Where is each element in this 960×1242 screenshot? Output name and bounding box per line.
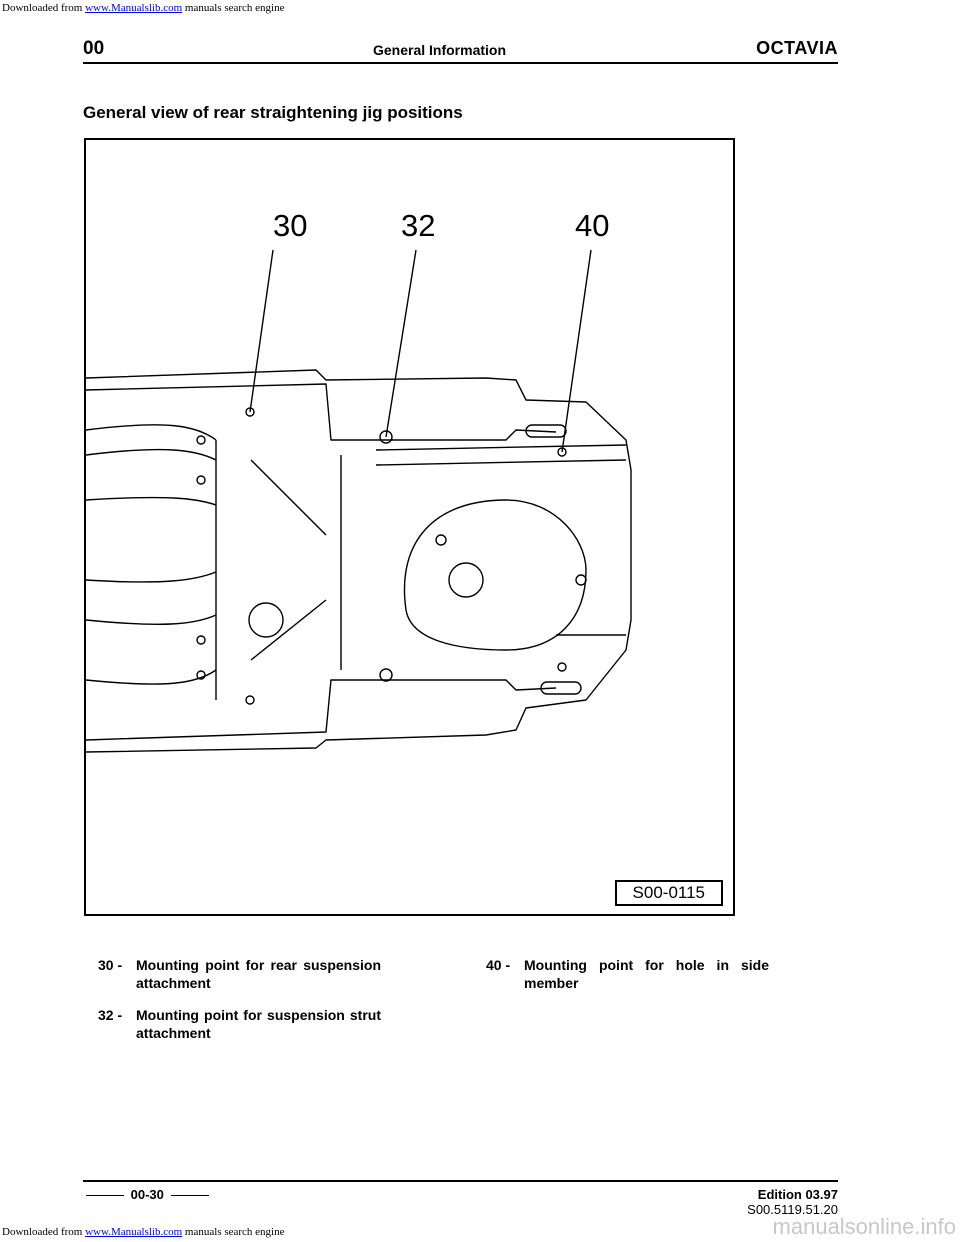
slot	[540, 681, 582, 695]
legend-text: Mounting point for rear suspension attac…	[136, 957, 381, 991]
underbody-figure: 30 32 40	[84, 138, 735, 916]
rib-6	[86, 669, 217, 685]
wheel-well-center-hole	[448, 562, 484, 598]
rib-1	[86, 424, 217, 441]
watermark-suffix: manuals search engine	[184, 2, 285, 14]
manualsonline-watermark: manualsonline.info	[772, 1214, 956, 1239]
leader-line-30	[249, 249, 274, 413]
legend-number: 40 -	[486, 957, 511, 973]
small-hole	[575, 574, 587, 586]
legend-number: 32 -	[98, 1007, 123, 1023]
legend-text: Mounting point for hole in side member	[524, 957, 769, 991]
side-member-top	[86, 383, 557, 441]
watermark-prefix: Downloaded from	[2, 1226, 83, 1238]
small-hole	[196, 670, 206, 680]
spare-wheel-well	[403, 499, 587, 651]
dash-left	[86, 1195, 124, 1197]
small-hole	[435, 534, 447, 546]
manualslib-link-bottom[interactable]: www.Manualslib.com	[85, 1226, 183, 1238]
legend-column-2: 40 - Mounting point for hole in side mem…	[486, 956, 769, 1006]
leader-line-32	[385, 249, 417, 438]
side-member-bottom	[86, 679, 557, 741]
watermark-bottom: Downloaded from www.Manualslib.com manua…	[2, 1226, 284, 1238]
document-code: S00.5119.51.20	[747, 1202, 838, 1217]
brace-1	[250, 459, 327, 536]
footer-divider	[83, 1180, 838, 1182]
legend-item-32: 32 - Mounting point for suspension strut…	[98, 1006, 381, 1042]
crossbar-top	[375, 444, 627, 451]
watermark-prefix: Downloaded from	[2, 2, 83, 14]
mounting-point-32-bottom	[379, 668, 393, 682]
rib-4	[86, 571, 217, 583]
leader-line-40	[561, 249, 592, 453]
rib-3	[86, 496, 217, 506]
watermark-top: Downloaded from www.Manualslib.com manua…	[2, 2, 284, 14]
figure-id: S00-0115	[614, 880, 723, 906]
section-number: 00	[83, 38, 105, 59]
legend-item-30: 30 - Mounting point for rear suspension …	[98, 956, 381, 992]
legend-number: 30 -	[98, 957, 123, 973]
legend-item-40: 40 - Mounting point for hole in side mem…	[486, 956, 769, 992]
manualslib-link[interactable]: www.Manualslib.com	[85, 2, 183, 14]
mounting-point-40-top	[557, 447, 567, 457]
body-outline	[86, 369, 632, 753]
legend-column-1: 30 - Mounting point for rear suspension …	[98, 956, 381, 1056]
callout-40: 40	[575, 208, 609, 243]
header-title: General Information	[373, 42, 507, 58]
rib-5	[86, 614, 217, 625]
watermark-suffix: manuals search engine	[184, 1226, 285, 1238]
legend-text: Mounting point for suspension strut atta…	[136, 1007, 381, 1041]
mounting-point-30-bottom	[245, 695, 255, 705]
dash-right	[170, 1195, 209, 1197]
callout-30: 30	[273, 208, 307, 243]
tunnel-hole	[248, 602, 284, 638]
mounting-point-30-top	[245, 407, 255, 417]
mounting-point-32-top	[379, 430, 393, 444]
small-hole	[196, 635, 206, 645]
callout-32: 32	[401, 208, 435, 243]
brand-name: OCTAVIA	[756, 38, 838, 58]
mounting-point-40-bottom	[557, 662, 567, 672]
page-header: 00 General Information OCTAVIA	[83, 38, 838, 64]
small-hole	[196, 435, 206, 445]
rib-2	[86, 448, 217, 461]
underbody-drawing: 30 32 40	[86, 208, 632, 753]
crossbar-top-lower	[375, 459, 627, 466]
slot	[525, 424, 567, 438]
page-number-text: 00-30	[130, 1187, 164, 1202]
page-title: General view of rear straightening jig p…	[83, 103, 463, 122]
page-number: 00-30	[83, 1187, 212, 1202]
edition-label: Edition 03.97	[757, 1187, 838, 1202]
brace-2	[250, 599, 327, 661]
small-hole	[196, 475, 206, 485]
